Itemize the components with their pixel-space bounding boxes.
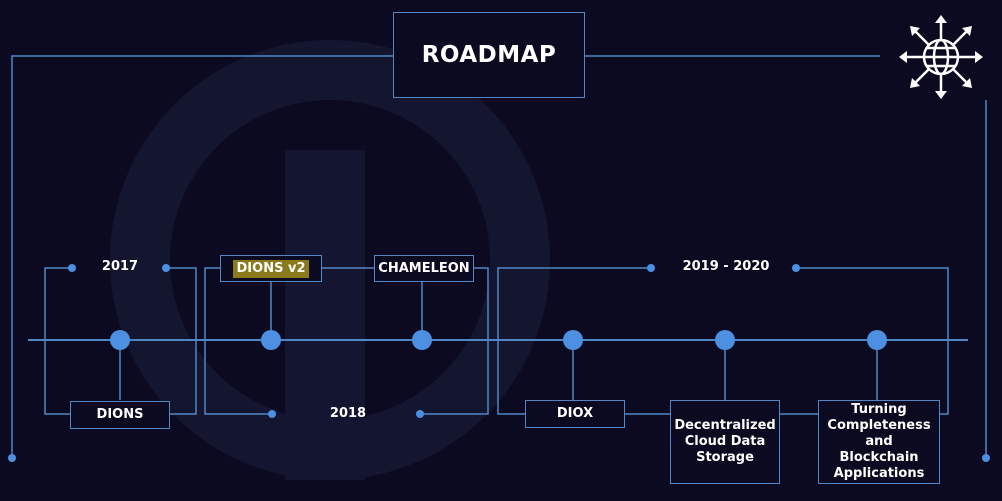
milestone-chameleon-label: CHAMELEON — [378, 260, 470, 276]
year-2019-2020-label: 2019 - 2020 — [682, 259, 770, 274]
milestone-turing-completeness-label: Turning Completeness and Blockchain Appl… — [827, 402, 931, 481]
milestone-dions-label: DIONS — [96, 407, 144, 422]
milestone-cloud-storage-label: Decentralized Cloud Data Storage — [674, 418, 776, 465]
milestone-chameleon: CHAMELEON — [374, 255, 474, 282]
milestone-diox: DIOX — [525, 400, 625, 428]
milestone-turing-completeness: Turning Completeness and Blockchain Appl… — [818, 400, 940, 484]
timeline-node — [110, 330, 130, 350]
timeline-node — [412, 330, 432, 350]
milestone-dions: DIONS — [70, 401, 170, 429]
timeline-node — [563, 330, 583, 350]
milestone-dions-v2: DIONS v2 — [220, 255, 322, 282]
year-2017-label: 2017 — [101, 259, 139, 274]
milestone-dions-v2-label: DIONS v2 — [232, 259, 310, 278]
timeline-node — [715, 330, 735, 350]
background-logo — [110, 40, 550, 480]
milestone-cloud-storage: Decentralized Cloud Data Storage — [670, 400, 780, 484]
timeline-node — [867, 330, 887, 350]
globe-arrows-icon — [899, 15, 983, 99]
roadmap-title: ROADMAP — [393, 12, 585, 98]
year-2018-label: 2018 — [329, 406, 367, 421]
timeline-node — [261, 330, 281, 350]
milestone-diox-label: DIOX — [556, 406, 594, 421]
